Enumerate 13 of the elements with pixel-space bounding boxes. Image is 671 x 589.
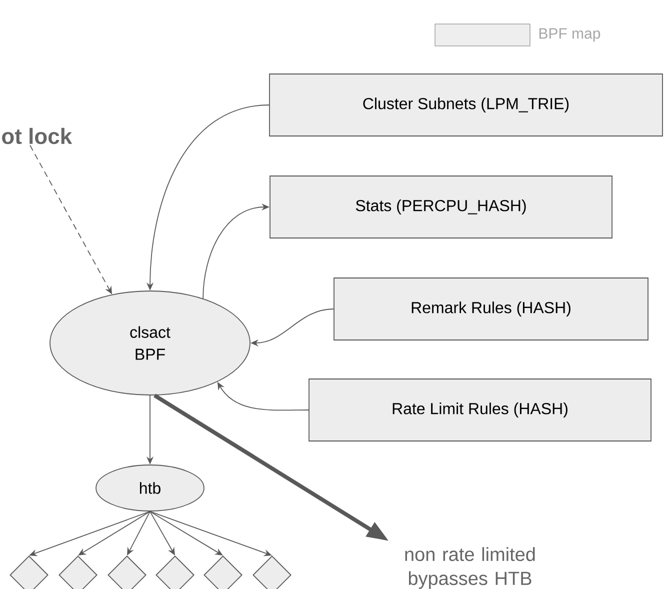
legend-label: BPF map [539,28,600,42]
annotation-text: ot lock [2,128,72,144]
class-diamond [156,556,194,589]
note-text: non rate limited bypasses HTB [405,547,535,589]
class-diamond [108,556,146,589]
map-box: Remark Rules (HASH) [334,278,648,340]
class-diamond [58,556,98,589]
map-box: Stats (PERCPU_HASH) [270,176,612,238]
class-diamond [10,556,48,589]
map-box: Cluster Subnets (LPM_TRIE) [269,74,663,136]
class-diamond [204,556,242,589]
class-diamond [252,556,292,589]
map-box: Rate Limit Rules (HASH) [308,378,652,442]
